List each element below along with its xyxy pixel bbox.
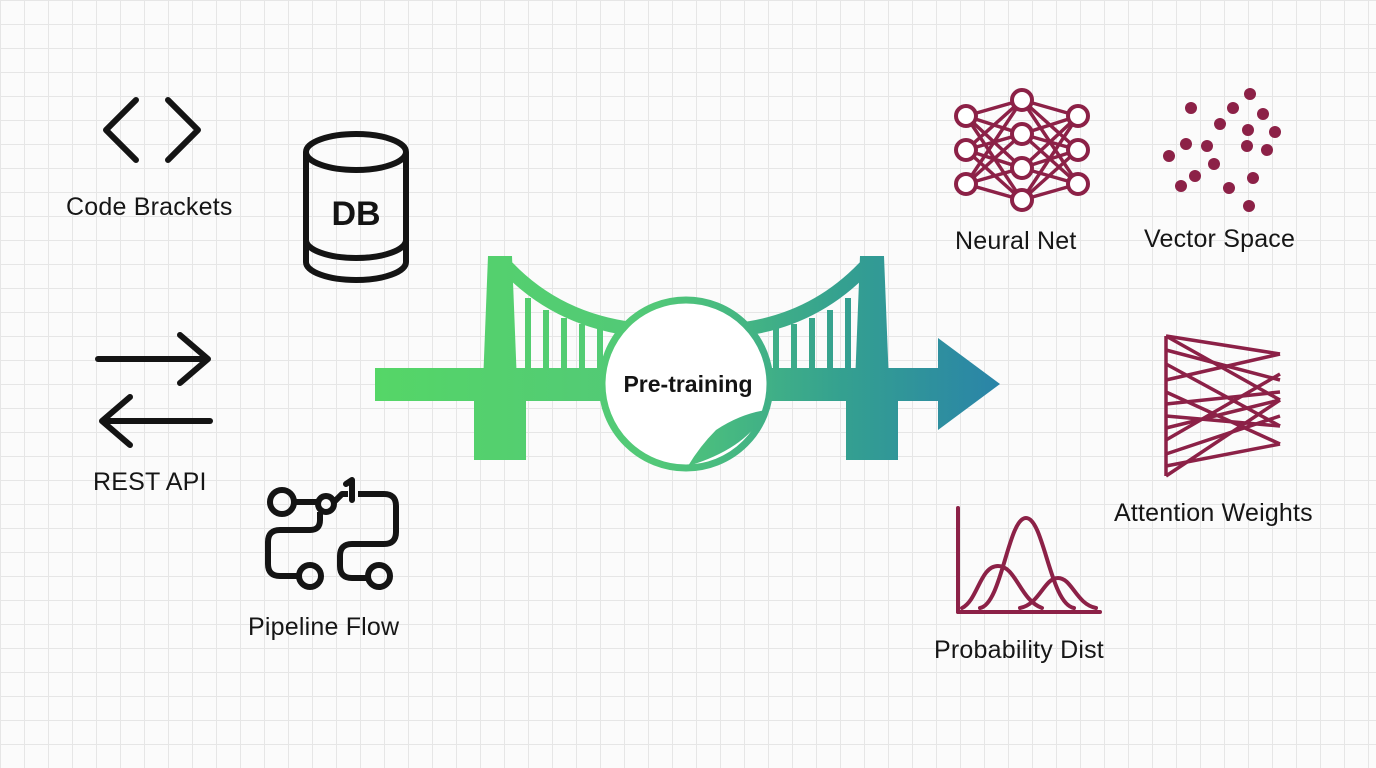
neural-net-icon bbox=[954, 88, 1090, 212]
probability-dist-label: Probability Dist bbox=[934, 636, 1104, 664]
attention-weights-icon bbox=[1164, 334, 1281, 478]
swap-arrows-icon bbox=[95, 332, 213, 448]
database-icon-text: DB bbox=[331, 195, 380, 233]
vector-space-icon bbox=[1163, 88, 1281, 212]
pipeline-flow-icon bbox=[265, 477, 399, 590]
pretraining-label: Pre-training bbox=[623, 371, 752, 397]
code-brackets-icon bbox=[103, 97, 201, 163]
attention-weights-label: Attention Weights bbox=[1114, 499, 1313, 527]
database-icon: DB bbox=[303, 131, 409, 283]
pipeline-flow-label: Pipeline Flow bbox=[248, 613, 400, 641]
neural-net-label: Neural Net bbox=[955, 227, 1077, 255]
probability-dist-icon bbox=[956, 506, 1102, 614]
vector-space-label: Vector Space bbox=[1144, 225, 1296, 253]
rest-api-label: REST API bbox=[93, 468, 207, 496]
code-brackets-label: Code Brackets bbox=[66, 193, 233, 221]
